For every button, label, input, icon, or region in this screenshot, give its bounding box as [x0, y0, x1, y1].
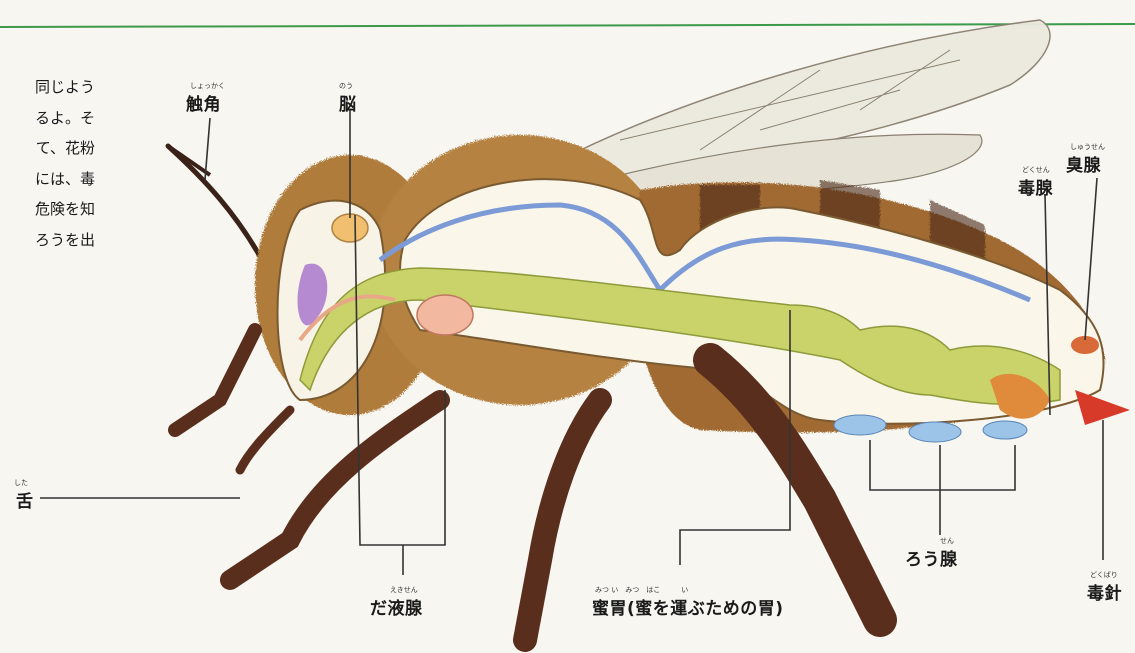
antenna: [168, 146, 270, 275]
side-line: るよ。そ: [0, 103, 95, 134]
wax-gland-label: ろう腺: [905, 545, 958, 570]
salivary-gland: [417, 295, 473, 335]
scent-gland-label: 臭腺: [1066, 151, 1101, 176]
honey-stomach-label: 蜜胃(蜜を運ぶための胃): [592, 594, 784, 619]
salivary-gland-label: だ液腺: [370, 594, 423, 619]
side-paragraph: 同じよう るよ。そ て、花粉 には、毒 危険を知 ろうを出: [0, 72, 95, 255]
antenna-label: 触角: [186, 90, 221, 115]
side-line: 危険を知: [0, 194, 95, 225]
wings: [560, 20, 1050, 195]
brain: [332, 214, 368, 242]
side-line: には、毒: [0, 164, 95, 195]
side-line: て、花粉: [0, 133, 95, 164]
venom-gland-label: 毒腺: [1018, 174, 1053, 199]
stinger-label: 毒針: [1087, 579, 1122, 604]
top-rule: [0, 24, 1135, 27]
stinger: [1075, 390, 1130, 425]
tongue-label: 舌: [16, 487, 34, 512]
side-line: 同じよう: [0, 72, 95, 103]
brain-label: 脳: [339, 90, 357, 115]
side-line: ろうを出: [0, 225, 95, 256]
